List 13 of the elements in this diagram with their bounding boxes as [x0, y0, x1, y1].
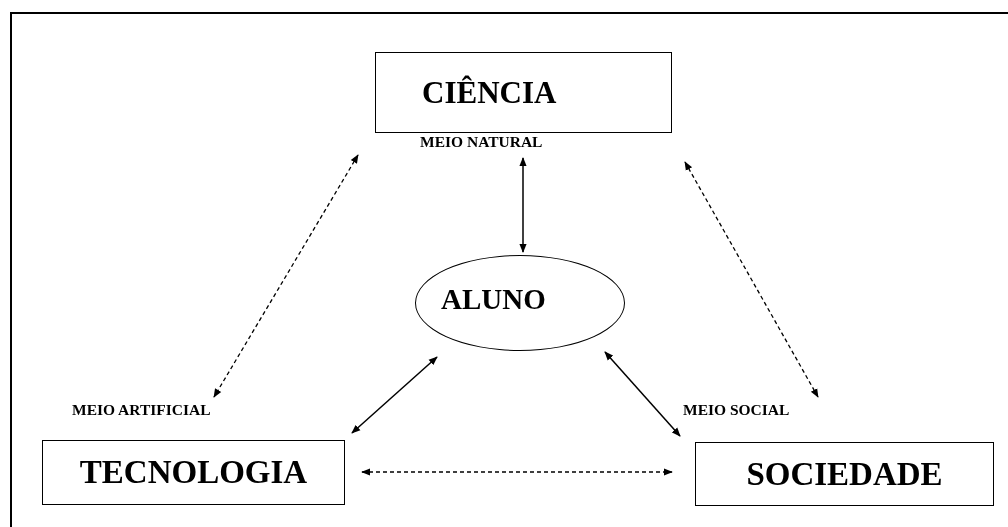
node-caption: MEIO SOCIAL [683, 400, 790, 420]
node-title: TECNOLOGIA [79, 456, 308, 489]
arrow [519, 157, 527, 253]
dashed-arrow [684, 161, 819, 398]
dashed-arrow [361, 468, 673, 476]
node-title: CIÊNCIA [422, 77, 557, 108]
arrow [604, 351, 681, 437]
arrow [351, 356, 438, 434]
dashed-arrow [213, 154, 359, 398]
node-caption: MEIO ARTIFICIAL [72, 400, 211, 420]
node-title: SOCIEDADE [746, 457, 943, 491]
node-caption: MEIO NATURAL [420, 132, 543, 152]
node-title: ALUNO [441, 284, 546, 314]
